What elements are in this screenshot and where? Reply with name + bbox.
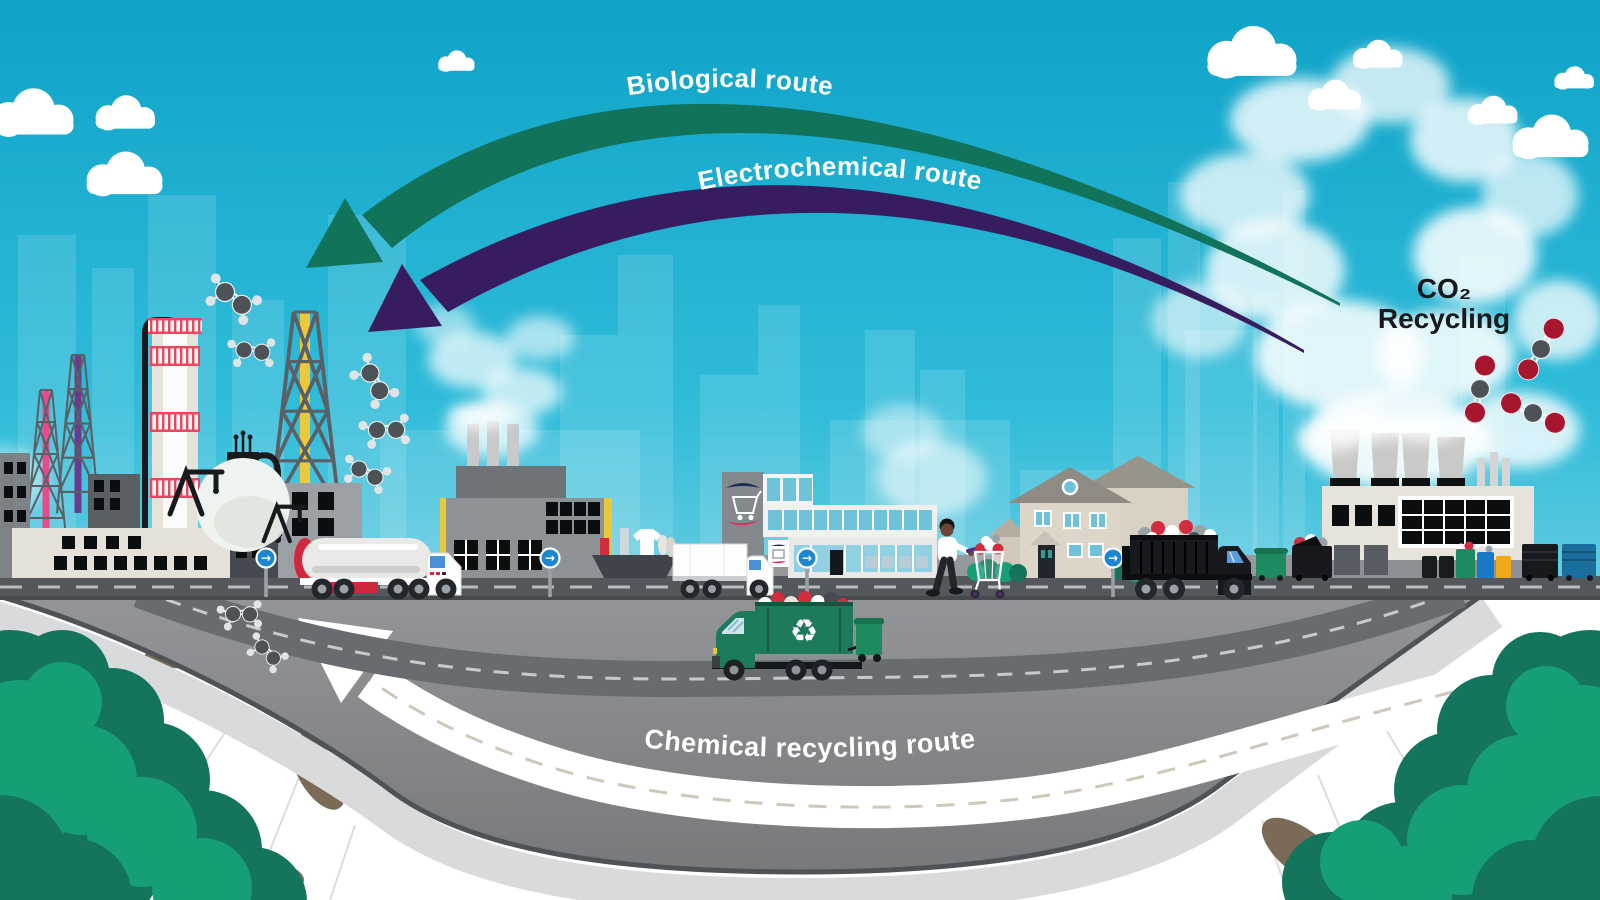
- shopping-cart: [966, 535, 1005, 599]
- bottle: [620, 528, 629, 555]
- cloud-icon: [86, 151, 163, 197]
- shopper-with-cart: [926, 518, 1005, 599]
- recycling-text: Recycling: [1378, 303, 1510, 334]
- t-shirt: [633, 529, 661, 555]
- mall-poster: [768, 540, 789, 567]
- electrochemical-route-arrow: [368, 185, 1304, 353]
- trailer-dumpster: [847, 618, 884, 662]
- mall-cart-logo: [726, 483, 762, 526]
- loop-curb: [0, 597, 1503, 900]
- recycle-icon: ♻: [790, 612, 819, 650]
- cloud-icon: [1353, 39, 1403, 69]
- biological-route-label: Biological route: [625, 63, 836, 101]
- biological-arrowhead: [306, 198, 383, 268]
- electrochemical-arrowhead: [368, 264, 442, 332]
- derrick-tower-purple: [55, 353, 101, 515]
- tanker-truck: [294, 538, 462, 600]
- chemical-route-dashes: [369, 656, 1600, 809]
- wheels: [680, 579, 769, 599]
- cloud-icon: [438, 50, 475, 72]
- biological-route-arrow: [306, 103, 1340, 306]
- derrick-tower-pink: [25, 389, 67, 539]
- factory-window-grid: [1398, 496, 1514, 548]
- black-bin: [1422, 556, 1437, 578]
- factory-door: [1334, 545, 1360, 575]
- chemical-plant: [0, 310, 362, 578]
- product-conveyor: [592, 528, 678, 578]
- distillation-column: [142, 317, 202, 564]
- recycling-truck: ♻: [712, 591, 884, 681]
- windshield: [430, 556, 445, 568]
- blue-dumpster: [1562, 544, 1596, 581]
- house-door: [1038, 545, 1055, 578]
- factory-stacks: [1330, 430, 1510, 487]
- middle-factory: [440, 421, 678, 578]
- black-dumpster: [1522, 544, 1558, 581]
- black-dumpster-trash: [1292, 534, 1332, 581]
- wheels: [723, 659, 833, 681]
- gantry-cranes: [167, 464, 307, 544]
- black-bin: [1439, 556, 1454, 578]
- glove: [658, 535, 668, 555]
- cloud-icon: [0, 88, 74, 137]
- wheels: [1135, 578, 1245, 600]
- attic-window: [1061, 478, 1079, 496]
- derrick-tower-yellow: [265, 310, 345, 544]
- mall-door: [830, 550, 843, 575]
- windshield: [749, 560, 761, 570]
- green-dumpster: [1254, 548, 1288, 581]
- yellow-bin: [1496, 556, 1511, 578]
- waste-containers: [1254, 534, 1596, 581]
- chimney-smoke: [448, 403, 1463, 452]
- bushes-left: [0, 630, 307, 900]
- garbage-truck: [1122, 520, 1252, 600]
- cloud-icon: [95, 95, 155, 131]
- co2-text: CO₂: [1417, 273, 1471, 304]
- bushes-right: [1282, 630, 1600, 900]
- factory-chimneys: [467, 421, 519, 470]
- spray-bottle: [600, 538, 609, 555]
- green-bin: [1456, 541, 1475, 578]
- factory-windows: [454, 502, 600, 570]
- wheels: [311, 578, 457, 600]
- factory-door: [1364, 545, 1388, 575]
- blue-bin: [1477, 545, 1494, 578]
- cloud-icon: [1512, 114, 1589, 160]
- cloud-icon: [1554, 66, 1594, 90]
- co2-recycling-label: CO₂ Recycling: [1378, 273, 1510, 334]
- cloud-icon: [1207, 25, 1297, 79]
- box-truck: [672, 543, 774, 599]
- mall-shelves: [865, 556, 928, 568]
